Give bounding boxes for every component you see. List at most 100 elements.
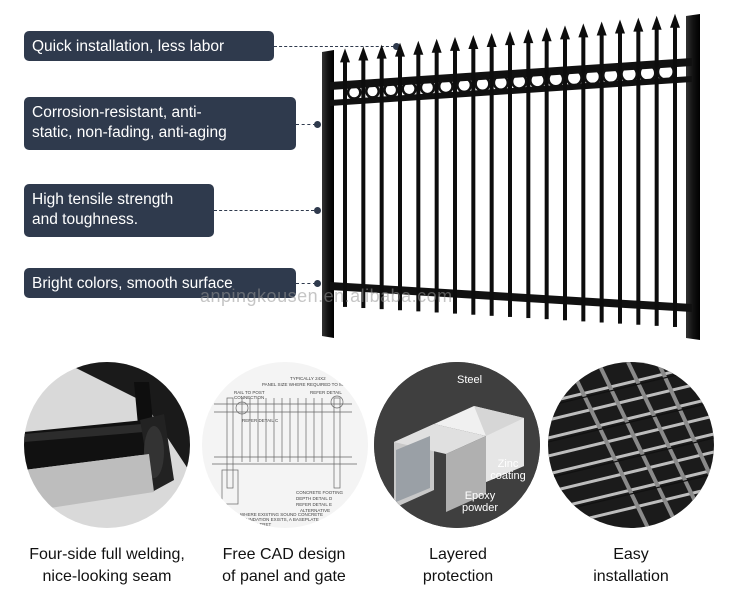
cad-annotation-6: REFER DETAIL C	[242, 418, 279, 423]
fence-spear-top	[670, 13, 680, 28]
cad-drawing-image: TYPICALLY 24X2 PANEL SIZE WHERE REQUIRED…	[202, 362, 368, 528]
fence-picket	[416, 52, 421, 312]
fence-picket	[434, 50, 439, 313]
leader-dot-corrosion	[314, 121, 321, 128]
fence-picket	[398, 54, 402, 311]
leader-dot-strength	[314, 207, 321, 214]
cad-annotation-4: CONNECTION	[234, 395, 265, 400]
welding-closeup-image	[24, 362, 190, 528]
caption-welding: Four-side full welding, nice-looking sea…	[12, 544, 202, 588]
fence-spear-top	[523, 29, 534, 44]
fence-picket	[581, 35, 586, 322]
leader-line-surface	[296, 283, 316, 284]
fence-picket	[563, 37, 567, 321]
fence-ring	[638, 63, 657, 82]
fence-picket	[471, 46, 476, 315]
feature-label-installation: Quick installation, less labor	[24, 31, 274, 61]
feature-label-text: Quick installation, less labor	[32, 38, 225, 55]
fence-picket	[489, 45, 494, 316]
cad-annotation-13: PER 850-TRET	[240, 522, 272, 527]
cad-annotation-7: CONCRETE FOOTING	[296, 490, 343, 495]
caption-line: of panel and gate	[222, 568, 346, 585]
cad-annotation-11: WHERE EXISTING SOUND CONCRETE	[240, 512, 324, 517]
fence-spear-top	[413, 40, 424, 55]
leader-dot-surface	[314, 280, 321, 287]
fence-ring	[401, 81, 417, 97]
cad-annotation-5: REFER DETAIL	[310, 390, 342, 395]
fence-panel-image	[322, 13, 700, 340]
fence-spear-top	[560, 25, 570, 40]
caption-cad: Free CAD design of panel and gate	[189, 544, 379, 588]
layered-protection-image: Steel Zinc coating Epoxy powder	[374, 362, 540, 528]
caption-line: protection	[422, 568, 494, 585]
fence-spear-top	[541, 27, 552, 42]
fence-picket	[544, 39, 549, 320]
cad-annotation-3: RAIL TO POST	[234, 390, 265, 395]
fence-spear-top	[486, 33, 497, 48]
fence-picket	[508, 43, 512, 317]
fence-ring	[456, 77, 473, 94]
easy-installation-image	[548, 362, 714, 528]
fence-picket	[636, 29, 641, 325]
fence-spear-top	[578, 23, 589, 38]
cad-annotation-10: ALTERNATIVE	[300, 508, 331, 513]
feature-label-surface: Bright colors, smooth surface	[24, 268, 296, 298]
fence-spear-top	[505, 31, 515, 46]
fence-ring	[656, 62, 675, 81]
cad-annotation-1: TYPICALLY 24X2	[290, 376, 326, 381]
leader-line-corrosion	[296, 124, 316, 125]
fence-ring	[565, 69, 583, 87]
fence-spear-top	[633, 17, 644, 32]
feature-label-text: static, non-fading, anti-aging	[32, 124, 227, 141]
fence-picket	[618, 31, 622, 324]
cad-annotation-9: REFER DETAIL E	[296, 502, 333, 507]
layer-label-zinc: Zinc coating	[486, 458, 530, 482]
fence-ring	[510, 73, 528, 90]
fence-ring	[437, 78, 454, 95]
fence-post-right	[686, 14, 700, 340]
cad-annotation-12: FOUNDATION EXISTS, A BASEPLATE	[240, 517, 319, 522]
feature-label-strength: High tensile strength and toughness.	[24, 184, 214, 237]
leader-line-installation	[274, 46, 394, 47]
caption-line: Free CAD design	[222, 546, 346, 563]
fence-ring	[620, 65, 639, 84]
feature-label-text: Corrosion-resistant, anti-	[32, 104, 202, 121]
cad-annotation-2: PANEL SIZE WHERE REQUIRED TO MATCH	[262, 382, 355, 387]
feature-label-text: Bright colors, smooth surface	[32, 275, 233, 292]
fence-ring	[346, 85, 362, 100]
fence-ring	[419, 79, 436, 96]
fence-picket	[343, 60, 347, 307]
fence-ring	[602, 66, 620, 85]
feature-label-text: High tensile strength	[32, 191, 174, 208]
feature-label-text: and toughness.	[32, 211, 139, 228]
watermark-text: anpingkousen.en.alibaba.com	[200, 286, 453, 306]
fence-pickets	[340, 13, 680, 327]
caption-line: Four-side full welding,	[29, 546, 185, 563]
fence-ring	[383, 82, 399, 98]
fence-spear-top	[376, 44, 387, 59]
fence-ring	[474, 75, 491, 92]
fence-post-left	[322, 50, 334, 338]
caption-installation: Easy installation	[536, 544, 726, 588]
fence-picket	[379, 56, 384, 310]
cad-annotation-8: DEPTH DETAIL D	[296, 496, 333, 501]
layer-label-epoxy: Epoxy powder	[458, 490, 502, 514]
caption-line: installation	[593, 568, 669, 585]
fence-spear-top	[431, 38, 442, 53]
fence-spear-top	[395, 42, 405, 57]
fence-spear-top	[340, 48, 350, 63]
leader-dot-installation	[393, 43, 400, 50]
caption-line: Layered	[429, 546, 487, 563]
caption-line: Easy	[613, 546, 649, 563]
fence-ring	[492, 74, 510, 91]
fence-picket	[599, 33, 604, 323]
fence-spear-top	[358, 46, 369, 61]
layer-label-epoxy-text: Epoxy powder	[461, 490, 499, 514]
fence-spear-top	[651, 15, 662, 30]
feature-label-corrosion: Corrosion-resistant, anti- static, non-f…	[24, 97, 296, 150]
layer-label-steel: Steel	[457, 374, 483, 386]
fence-picket	[526, 41, 531, 319]
layer-label-zinc-text: Zinc coating	[490, 458, 526, 482]
fence-ring	[583, 67, 602, 86]
fence-spear-top	[615, 19, 625, 34]
